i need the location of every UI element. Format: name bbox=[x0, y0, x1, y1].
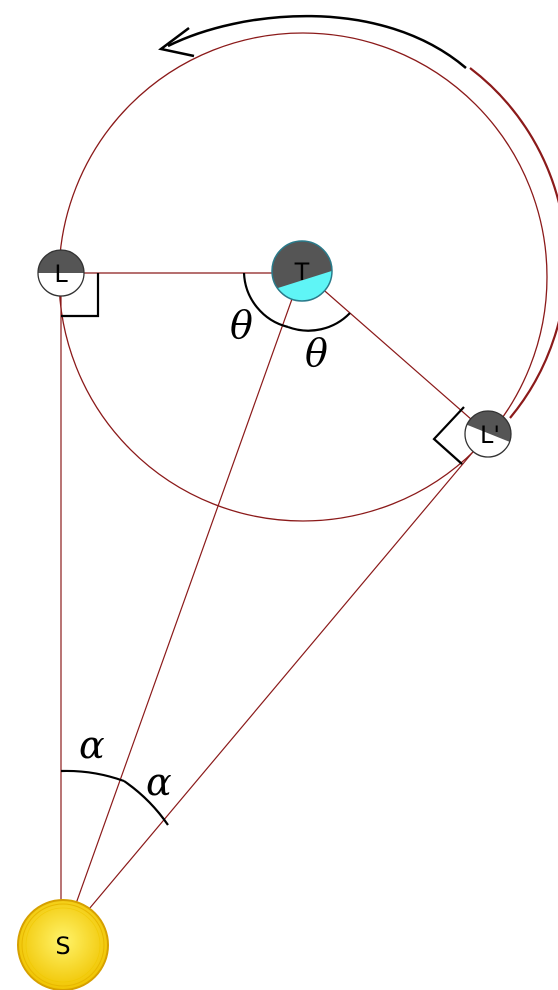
moon-L-prime-label: L' bbox=[480, 421, 500, 449]
earth-label: T bbox=[294, 258, 310, 286]
rotation-arrowhead bbox=[158, 27, 195, 58]
right-angle-L bbox=[61, 273, 100, 318]
moon-L-night-side bbox=[38, 250, 84, 273]
line-T-S bbox=[62, 270, 303, 941]
moon-L-label: L bbox=[54, 260, 68, 288]
moon-L: L bbox=[37, 249, 85, 297]
moon-L-prime: L' bbox=[464, 410, 512, 458]
theta-label-2: θ bbox=[305, 331, 328, 375]
theta-label-1: θ bbox=[230, 303, 253, 347]
alpha-label-2: α bbox=[146, 760, 172, 804]
line-L2-S bbox=[62, 433, 489, 941]
theta-arc-2 bbox=[287, 312, 351, 332]
rotation-arrow bbox=[167, 14, 467, 69]
earth-T: T bbox=[271, 240, 333, 302]
line-T-L2 bbox=[301, 270, 489, 435]
alpha-arc-2 bbox=[123, 780, 169, 826]
orbit-highlight-arc bbox=[469, 67, 558, 419]
alpha-label-1: α bbox=[79, 723, 105, 767]
alpha-arc-1 bbox=[60, 769, 125, 783]
theta-arc-1 bbox=[242, 272, 289, 329]
sun-label: S bbox=[55, 932, 70, 960]
sun-S: S bbox=[17, 899, 109, 990]
right-angle-L2 bbox=[432, 406, 465, 465]
